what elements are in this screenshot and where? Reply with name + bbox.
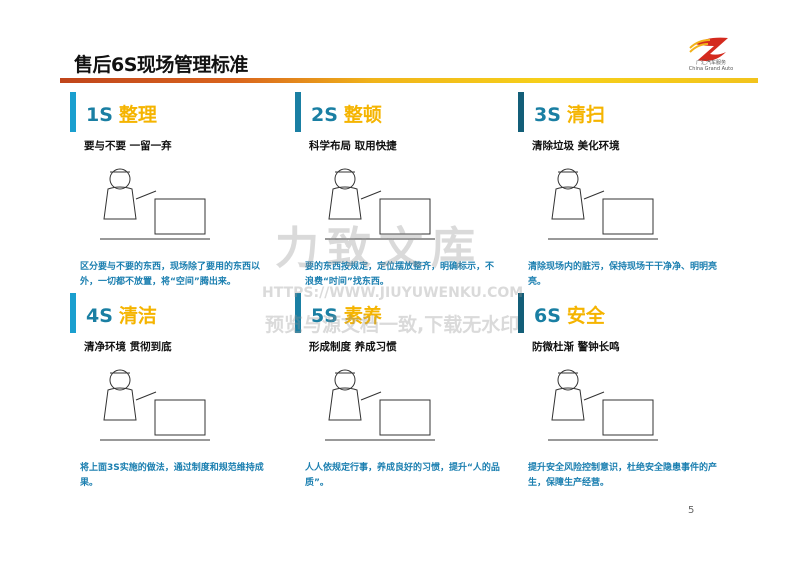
card-description: 将上面3S实施的做法，通过制度和规范维持成果。 [80,463,264,488]
illustration [100,369,210,441]
card-subtitle: 清除垃圾 美化环境 [532,140,620,152]
card-description: 区分要与不要的东西，现场除了要用的东西以外，一切都不放置，将“空间”腾出来。 [80,262,261,287]
card-subtitle: 要与不要 一留一弃 [84,140,172,152]
card-accent-bar [70,92,76,132]
page-number: 5 [688,505,695,516]
card-subtitle: 形成制度 养成习惯 [309,341,397,353]
card-subtitle: 清净环境 贯彻到底 [84,341,172,353]
card-subtitle: 科学布局 取用快捷 [309,140,397,152]
watermark-url: HTTPS://WWW.JIUYUWENKU.COM [262,285,524,301]
company-logo [689,37,728,61]
card-description: 清除现场内的脏污，保持现场干干净净、明明亮亮。 [528,262,718,287]
card-description: 要的东西按规定，定位摆放整齐，明确标示，不浪费“时间”找东西。 [305,262,495,287]
card-description: 提升安全风险控制意识，杜绝安全隐患事件的产生，保障生产经营。 [528,463,718,488]
page-title: 售后6S现场管理标准 [74,54,248,76]
card-accent-bar [295,293,301,333]
watermark-note: 预览与源文档一致,下载无水印 [265,314,520,336]
header-divider [60,78,758,83]
card-accent-bar [295,92,301,132]
card-accent-bar [518,92,524,132]
illustration [325,168,435,240]
card-accent-bar [70,293,76,333]
illustration [100,168,210,240]
watermark-title: 力致文库 [275,223,483,274]
illustration [325,369,435,441]
illustration [548,168,658,240]
card-subtitle: 防微杜渐 警钟长鸣 [532,341,620,353]
illustration [548,369,658,441]
card-description: 人人依规定行事，养成良好的习惯，提升“人的品质”。 [305,463,500,488]
card-accent-bar [518,293,524,333]
